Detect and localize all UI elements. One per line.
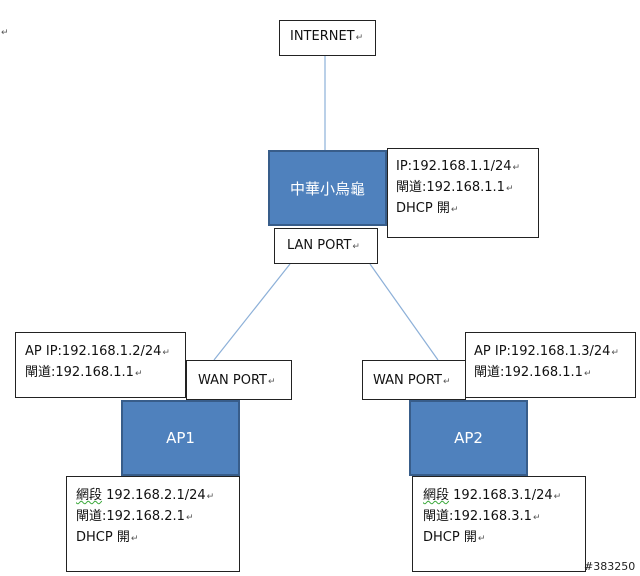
watermark: #383250 bbox=[584, 560, 636, 573]
ap1-wan-port-label: WAN PORT bbox=[198, 373, 267, 388]
ap2-router: AP2 bbox=[409, 400, 528, 476]
main-router-label: 中華小烏龜 bbox=[289, 179, 365, 198]
link-lanport-ap2 bbox=[369, 263, 439, 361]
ap1-segment-prefix: 網段 bbox=[76, 488, 103, 503]
ap1-wan-info: AP IP:192.168.1.2/24↵ 閘道:192.168.1.1↵ bbox=[15, 332, 186, 398]
ap2-label: AP2 bbox=[454, 429, 483, 447]
lan-port-label: LAN PORT bbox=[287, 238, 352, 253]
ap1-dhcp: DHCP 開 bbox=[76, 530, 130, 545]
ap1-wan-port-box: WAN PORT↵ bbox=[186, 360, 292, 400]
ap1-router: AP1 bbox=[121, 400, 240, 476]
ap2-wan-info: AP IP:192.168.1.3/24↵ 閘道:192.168.1.1↵ bbox=[465, 332, 636, 398]
ap1-label: AP1 bbox=[166, 429, 195, 447]
ap1-lan-info: 網段 192.168.2.1/24↵ 閘道:192.168.2.1↵ DHCP … bbox=[66, 476, 240, 572]
ap1-ip: AP IP:192.168.1.2/24 bbox=[25, 344, 162, 359]
ap1-segment-value: 192.168.2.1/24 bbox=[102, 488, 206, 503]
main-dhcp: DHCP 開 bbox=[396, 201, 450, 216]
main-router-info: IP:192.168.1.1/24↵ 閘道:192.168.1.1↵ DHCP … bbox=[387, 148, 539, 238]
link-lanport-ap1 bbox=[213, 263, 291, 361]
ap2-ip: AP IP:192.168.1.3/24 bbox=[474, 344, 611, 359]
paragraph-mark: ↵ bbox=[1, 28, 9, 38]
ap2-wan-port-label: WAN PORT bbox=[373, 373, 442, 388]
ap2-gateway: 閘道:192.168.1.1 bbox=[474, 365, 583, 380]
ap1-lan-gateway: 閘道:192.168.2.1 bbox=[76, 509, 185, 524]
main-gateway: 閘道:192.168.1.1 bbox=[396, 180, 505, 195]
internet-label: INTERNET bbox=[290, 29, 355, 44]
ap2-wan-port-box: WAN PORT↵ bbox=[362, 360, 466, 400]
ap2-segment-value: 192.168.3.1/24 bbox=[449, 488, 553, 503]
ap2-segment-prefix: 網段 bbox=[423, 488, 450, 503]
internet-box: INTERNET↵ bbox=[279, 20, 376, 56]
ap2-lan-gateway: 閘道:192.168.3.1 bbox=[423, 509, 532, 524]
ap1-gateway: 閘道:192.168.1.1 bbox=[25, 365, 134, 380]
ap2-dhcp: DHCP 開 bbox=[423, 530, 477, 545]
lan-port-box: LAN PORT↵ bbox=[274, 228, 378, 264]
ap2-lan-info: 網段 192.168.3.1/24↵ 閘道:192.168.3.1↵ DHCP … bbox=[412, 476, 586, 572]
main-router: 中華小烏龜 bbox=[268, 150, 387, 226]
main-ip: IP:192.168.1.1/24 bbox=[396, 159, 512, 174]
